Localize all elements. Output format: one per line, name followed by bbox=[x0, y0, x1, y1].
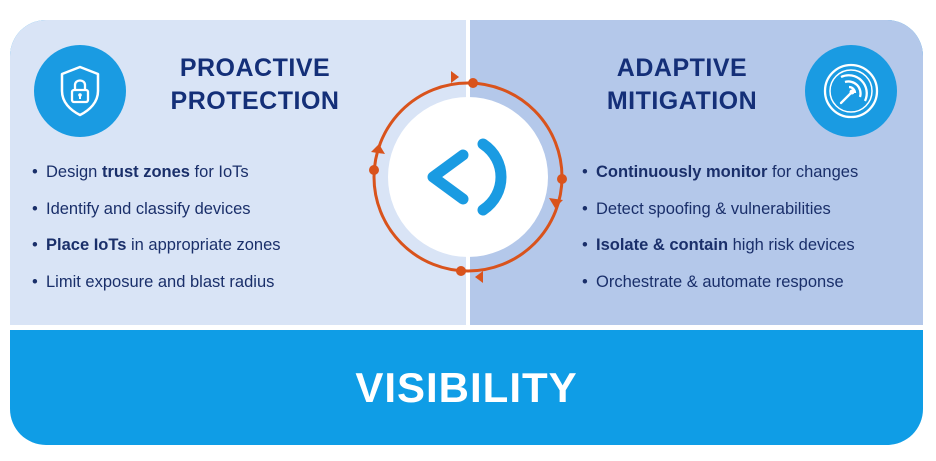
bullet-bold-text: trust zones bbox=[101, 163, 190, 181]
bullet-bold-text: Place IoTs bbox=[46, 236, 127, 254]
bullet-text: Detect spoofing & vulnerabilities bbox=[596, 199, 831, 218]
title-line-1: PROACTIVE bbox=[179, 54, 331, 82]
visibility-label: VISIBILITY bbox=[355, 363, 578, 411]
bullet-dot: • bbox=[582, 163, 588, 181]
cycle-nodes bbox=[369, 78, 567, 276]
radar-signal-badge bbox=[805, 45, 897, 137]
shield-lock-badge bbox=[34, 45, 126, 137]
bullet-item: • Orchestrate & automate response bbox=[582, 270, 858, 307]
code-bracket-logo-icon bbox=[427, 138, 507, 216]
bullet-text: high risk devices bbox=[728, 236, 855, 254]
shield-lock-icon bbox=[60, 65, 100, 117]
bullet-item: • Isolate & contain high risk devices bbox=[582, 233, 858, 270]
radar-signal-icon bbox=[823, 63, 879, 119]
bullet-dot: • bbox=[582, 272, 588, 291]
bullet-item: • Detect spoofing & vulnerabilities bbox=[582, 197, 858, 234]
bullet-item: • Design trust zones for IoTs bbox=[32, 160, 281, 197]
bullet-bold-text: Isolate & contain bbox=[596, 236, 729, 254]
bullet-dot: • bbox=[582, 199, 588, 218]
title-line-2: PROTECTION bbox=[170, 87, 340, 115]
bullet-item: • Place IoTs in appropriate zones bbox=[32, 233, 281, 270]
adaptive-mitigation-title: ADAPTIVE MITIGATION bbox=[582, 52, 782, 118]
bullet-dot: • bbox=[32, 272, 38, 291]
bullet-text: Limit exposure and blast radius bbox=[46, 272, 275, 291]
cycle-diagram bbox=[369, 71, 567, 283]
horizontal-divider bbox=[10, 325, 923, 330]
title-line-2: MITIGATION bbox=[606, 87, 758, 115]
bullet-dot: • bbox=[582, 236, 588, 254]
bullet-text: in appropriate zones bbox=[126, 236, 281, 254]
proactive-bullet-list: • Design trust zones for IoTs • Identify a… bbox=[32, 160, 281, 306]
bullet-dot: • bbox=[32, 163, 38, 181]
bullet-dot: • bbox=[32, 236, 38, 254]
cycle-arrowheads bbox=[371, 71, 563, 283]
center-white-disc bbox=[388, 97, 548, 257]
bullet-text: Design bbox=[46, 163, 102, 181]
bullet-dot: • bbox=[32, 199, 38, 218]
bullet-text: for changes bbox=[767, 163, 859, 181]
visibility-banner: VISIBILITY bbox=[10, 330, 923, 445]
bullet-item: • Limit exposure and blast radius bbox=[32, 270, 281, 307]
adaptive-bullet-list: • Continuously monitor for changes • Detec… bbox=[582, 160, 858, 306]
title-line-1: ADAPTIVE bbox=[616, 54, 748, 82]
bullet-item: • Continuously monitor for changes bbox=[582, 160, 858, 197]
bullet-item: • Identify and classify devices bbox=[32, 197, 281, 234]
bullet-bold-text: Continuously monitor bbox=[596, 163, 768, 181]
bullet-text: Identify and classify devices bbox=[46, 199, 251, 218]
bullet-text: for IoTs bbox=[189, 163, 249, 181]
proactive-protection-title: PROACTIVE PROTECTION bbox=[150, 52, 360, 118]
bullet-text: Orchestrate & automate response bbox=[596, 272, 844, 291]
